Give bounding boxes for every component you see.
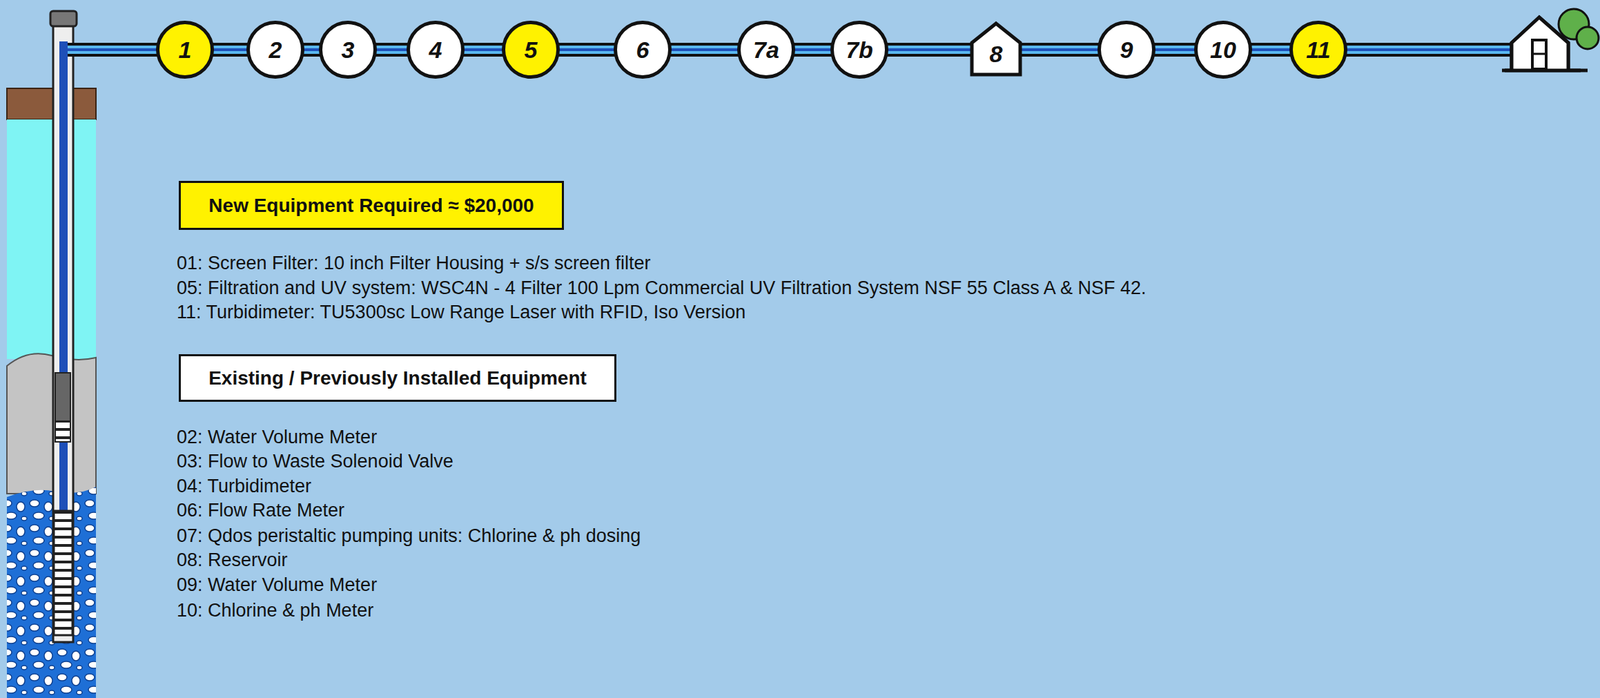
pipe-stroke	[1155, 48, 1195, 52]
callout-number: 3	[341, 36, 355, 64]
pipe-connector	[464, 49, 502, 51]
pipe-connector	[1155, 49, 1195, 51]
pipe-connector	[304, 49, 319, 51]
pipe-stroke	[559, 42, 614, 57]
pipe-stroke	[213, 45, 247, 54]
pipe-stroke	[213, 42, 247, 57]
callout-circle: 7b	[830, 20, 889, 79]
pipe-stroke	[304, 48, 319, 52]
callout-number: 6	[636, 36, 650, 64]
pipe-stroke	[559, 48, 614, 52]
callout-circle: 4	[406, 20, 465, 79]
header-text: Existing / Previously Installed Equipmen…	[208, 367, 587, 390]
equipment-item: 08: Reservoir	[176, 548, 288, 571]
pipe-stroke	[795, 42, 831, 57]
pipe-stroke	[1252, 48, 1290, 52]
callout-circle: 5	[501, 20, 560, 79]
callout-circle: 10	[1194, 20, 1253, 79]
pipe-stroke	[1155, 45, 1195, 54]
pipe-stroke	[888, 42, 969, 57]
equipment-item: 10: Chlorine & ph Meter	[176, 599, 374, 622]
equipment-item: 09: Water Volume Meter	[176, 573, 377, 596]
callout-circle: 1	[155, 20, 214, 79]
pipe-stroke	[376, 42, 407, 57]
header-box: New Equipment Required ≈ $20,000	[178, 180, 564, 230]
equipment-item: 11: Turbidimeter: TU5300sc Low Range Las…	[176, 300, 746, 324]
equipment-item: 01: Screen Filter: 10 inch Filter Housin…	[176, 251, 651, 275]
callout-number: 1	[178, 36, 192, 64]
pipe-stroke	[795, 45, 831, 54]
callout-number: 7a	[753, 36, 780, 64]
pipe-stroke	[671, 45, 738, 54]
pipe-stroke	[795, 48, 831, 52]
pipe-stroke	[1252, 42, 1290, 57]
callout-circle: 7a	[737, 20, 796, 79]
pipe-stroke	[1252, 45, 1290, 54]
pipe-connector	[671, 49, 738, 51]
equipment-item: 05: Filtration and UV system: WSC4N - 4 …	[176, 276, 1146, 299]
equipment-item: 04: Turbidimeter	[176, 474, 312, 497]
callout-number: 5	[524, 36, 538, 64]
callout-circle: 3	[318, 20, 377, 79]
pipe-stroke	[464, 45, 502, 54]
pipe-connector	[1252, 49, 1290, 51]
callout-number: 10	[1210, 36, 1237, 64]
pipe-stroke	[304, 45, 319, 54]
pipe-stroke	[376, 48, 407, 52]
callout-number: 7b	[845, 36, 874, 64]
callout-number: 9	[1120, 36, 1134, 64]
callout-number: 8	[989, 40, 1003, 68]
pipe-connector	[888, 49, 969, 51]
pipe-stroke	[1023, 42, 1098, 57]
pipe-stroke	[671, 48, 738, 52]
callout-number: 4	[429, 36, 443, 64]
pipe-stroke	[213, 48, 247, 52]
pipe-stroke	[559, 45, 614, 54]
pipe-stroke	[376, 45, 407, 54]
house-icon	[1501, 8, 1599, 71]
reservoir-house-node: 8	[968, 20, 1024, 78]
callout-circle: 2	[246, 20, 305, 79]
pipe-connector	[559, 49, 614, 51]
equipment-item: 07: Qdos peristaltic pumping units: Chlo…	[176, 524, 641, 547]
pipe-stroke	[464, 42, 502, 57]
pipe-stroke	[888, 45, 969, 54]
header-text: New Equipment Required ≈ $20,000	[208, 194, 534, 217]
pipe-stroke	[1155, 42, 1195, 57]
equipment-item: 02: Water Volume Meter	[176, 425, 377, 448]
pipe-stroke	[304, 42, 319, 57]
pipe-connector	[376, 49, 407, 51]
pipe-stroke	[671, 42, 738, 57]
pipe-connector	[213, 49, 247, 51]
pipe-stroke	[1023, 48, 1098, 52]
pipe-stroke	[888, 48, 969, 52]
pipe-stroke	[464, 48, 502, 52]
pipe-connector	[795, 49, 831, 51]
callout-number: 11	[1305, 36, 1331, 64]
equipment-item: 06: Flow Rate Meter	[176, 499, 345, 522]
pipe-stroke	[1023, 45, 1098, 54]
header-box: Existing / Previously Installed Equipmen…	[178, 354, 617, 402]
callout-circle: 9	[1097, 20, 1156, 79]
equipment-item: 03: Flow to Waste Solenoid Valve	[176, 450, 454, 473]
callout-number: 2	[269, 36, 283, 64]
callout-circle: 6	[613, 20, 672, 79]
callout-circle: 11	[1289, 20, 1348, 79]
pipe-connector	[1023, 49, 1098, 51]
